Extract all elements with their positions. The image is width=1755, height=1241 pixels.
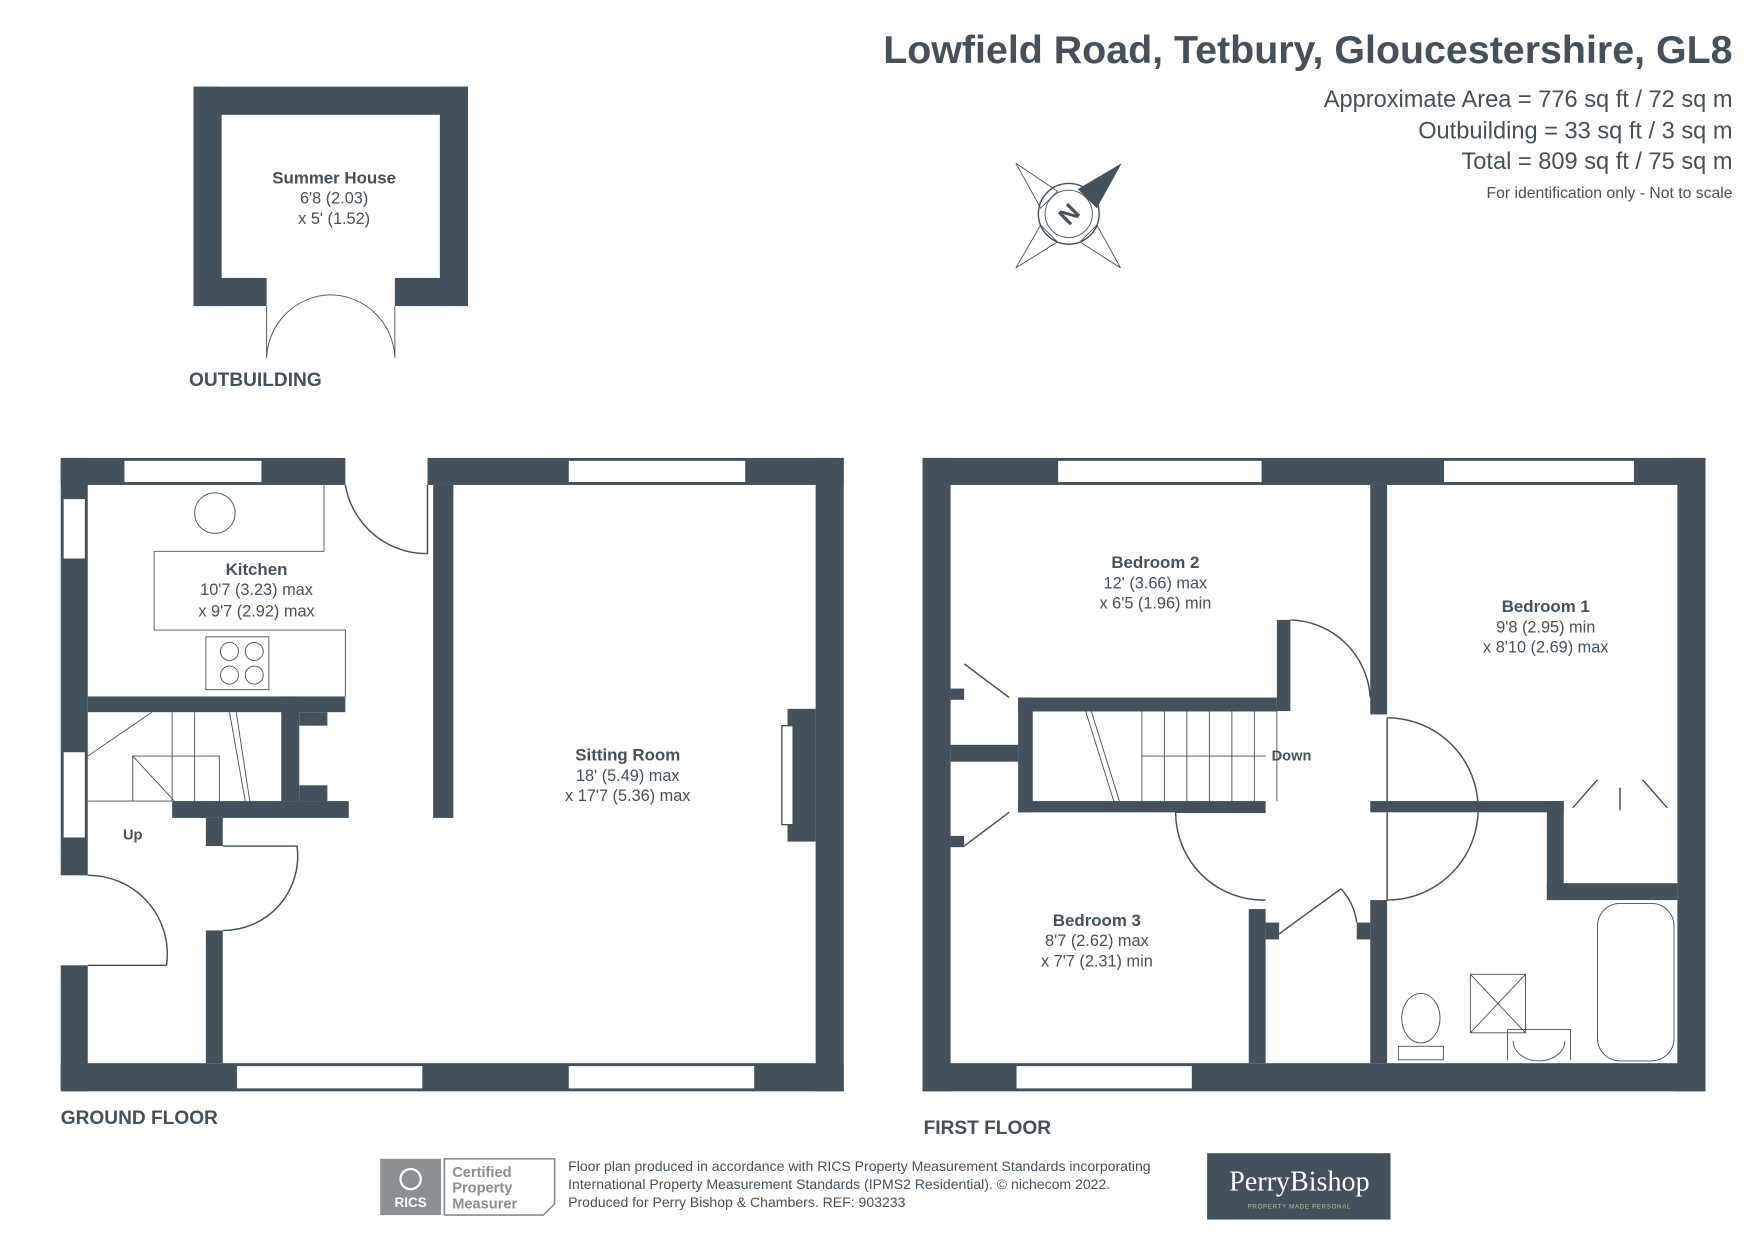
rics-badge-text: RICS [394,1195,426,1210]
bedroom-2-dim: x 6'5 (1.96) min [1099,595,1211,613]
first-floor-plan: Bedroom 2 12' (3.66) max x 6'5 (1.96) mi… [922,457,1706,1092]
certified-text: Certified [452,1165,511,1181]
footer-line: Floor plan produced in accordance with R… [568,1158,1150,1174]
ground-floor-plan: Kitchen 10'7 (3.23) max x 9'7 (2.92) max… [60,457,844,1092]
rics-logo: RICS Certified Property Measurer [380,1157,556,1216]
compass-icon: N [1015,162,1122,269]
bedroom-3-dim: 8'7 (2.62) max [1045,932,1149,950]
disclaimer: For identification only - Not to scale [1487,185,1733,202]
perry-bishop-logo: PerryBishop PROPERTY MADE PERSONAL [1207,1153,1391,1220]
bedroom-3-name: Bedroom 3 [1053,911,1141,930]
summer-house-dim: x 5' (1.52) [298,210,370,228]
outbuilding-area: Outbuilding = 33 sq ft / 3 sq m [1418,118,1732,144]
kitchen-name: Kitchen [226,560,288,579]
footer-line: Produced for Perry Bishop & Chambers. RE… [568,1194,905,1210]
property-title: Lowfield Road, Tetbury, Gloucestershire,… [883,28,1732,72]
stair-down-label: Down [1272,749,1312,765]
bedroom-1-dim: x 8'10 (2.69) max [1483,639,1608,657]
outbuilding-label: OUTBUILDING [189,370,322,391]
bedroom-1-dim: 9'8 (2.95) min [1496,618,1595,636]
summer-house-dim: 6'8 (2.03) [300,190,368,208]
first-floor-label: FIRST FLOOR [924,1118,1052,1139]
stair-up-label: Up [123,827,143,843]
sitting-room-name: Sitting Room [575,746,680,765]
bedroom-3-dim: x 7'7 (2.31) min [1041,952,1153,970]
brand-tagline: PROPERTY MADE PERSONAL [1248,1203,1351,1210]
kitchen-dim: x 9'7 (2.92) max [198,603,314,621]
north-label: N [1054,199,1086,231]
certified-text: Measurer [452,1196,517,1212]
sitting-room-dim: x 17'7 (5.36) max [565,787,690,805]
certified-text: Property [452,1181,513,1197]
total-area: Total = 809 sq ft / 75 sq m [1462,149,1733,175]
brand-name: PerryBishop [1229,1166,1370,1197]
kitchen-dim: 10'7 (3.23) max [200,581,313,599]
bedroom-1-name: Bedroom 1 [1502,597,1590,616]
summer-house-name: Summer House [272,168,396,187]
sitting-room-dim: 18' (5.49) max [576,767,680,785]
approx-area: Approximate Area = 776 sq ft / 72 sq m [1324,87,1733,113]
footer-line: International Property Measurement Stand… [568,1176,1110,1192]
bedroom-2-dim: 12' (3.66) max [1104,574,1208,592]
ground-floor-label: GROUND FLOOR [61,1108,218,1129]
bedroom-2-name: Bedroom 2 [1111,553,1199,572]
outbuilding-plan: Summer House 6'8 (2.03) x 5' (1.52) [193,86,468,358]
